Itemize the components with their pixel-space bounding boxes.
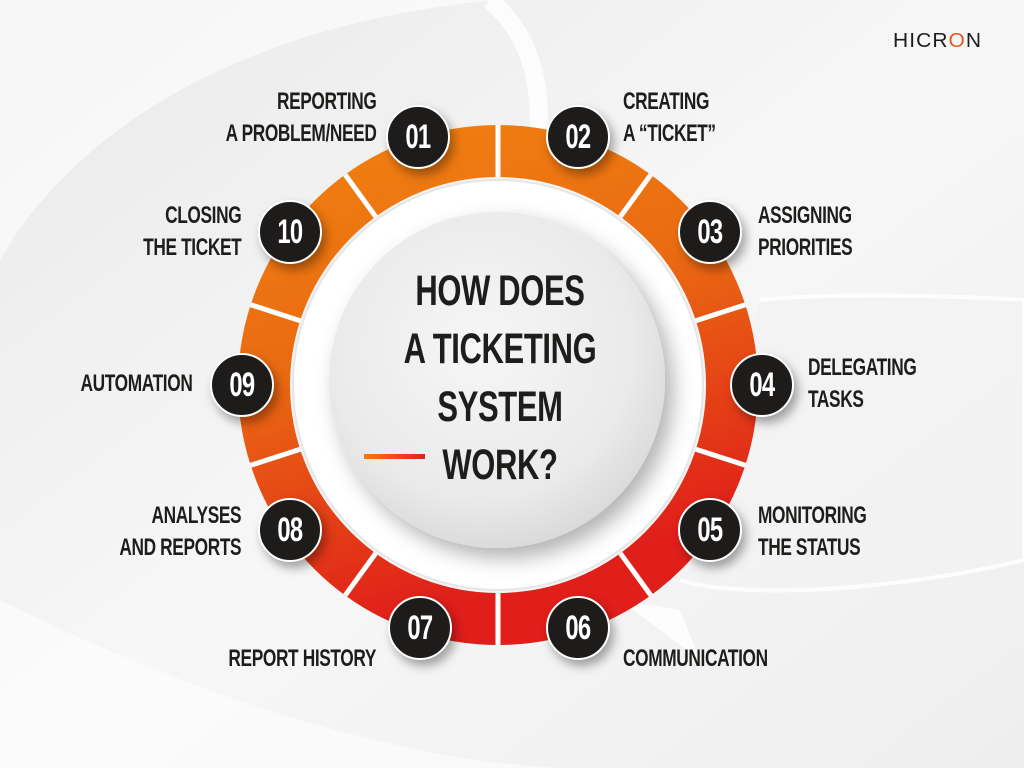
label-line: AND REPORTS: [119, 534, 241, 561]
step-badge-06: 06: [546, 596, 610, 660]
step-label-03: ASSIGNING PRIORITIES: [758, 200, 889, 264]
step-label-10: CLOSING THE TICKET: [105, 200, 242, 264]
step-number: 03: [697, 212, 723, 251]
step-label-05: MONITORING THE STATUS: [758, 500, 909, 564]
step-number: 02: [565, 117, 591, 156]
step-number: 07: [407, 608, 433, 647]
label-line: THE STATUS: [758, 534, 861, 561]
title-line-2: A TICKETING: [403, 325, 597, 373]
step-number: 08: [277, 510, 303, 549]
step-label-01: REPORTING A PROBLEM/NEED: [167, 86, 376, 150]
step-badge-02: 02: [546, 105, 610, 169]
step-number: 09: [229, 365, 255, 404]
label-line: MONITORING: [758, 502, 867, 529]
step-number: 04: [749, 365, 775, 404]
title-line-1: HOW DOES: [415, 267, 585, 315]
step-label-06: COMMUNICATION: [623, 643, 824, 675]
label-line: REPORT HISTORY: [228, 645, 376, 672]
title-underline-accent: [364, 454, 425, 459]
label-line: A PROBLEM/NEED: [225, 120, 376, 147]
label-line: ANALYSES: [151, 502, 241, 529]
step-badge-04: 04: [730, 353, 794, 417]
segment-dividers: [249, 125, 747, 645]
label-line: ASSIGNING: [758, 202, 852, 229]
step-badge-07: 07: [388, 596, 452, 660]
center-disc: [329, 212, 665, 548]
hicron-logo: HICRON: [893, 30, 982, 53]
label-line: PRIORITIES: [758, 234, 853, 261]
label-line: AUTOMATION: [80, 370, 192, 397]
logo-text-o: O: [948, 30, 966, 52]
step-number: 05: [697, 510, 723, 549]
step-label-09: AUTOMATION: [37, 368, 192, 400]
label-line: DELEGATING: [808, 354, 917, 381]
step-badge-08: 08: [258, 498, 322, 562]
label-line: CLOSING: [164, 202, 242, 229]
title-line-3: SYSTEM WORK?: [437, 383, 563, 489]
label-line: TASKS: [808, 386, 864, 413]
label-line: COMMUNICATION: [623, 645, 768, 672]
step-badge-10: 10: [258, 200, 322, 264]
label-line: REPORTING: [276, 88, 377, 115]
label-line: THE TICKET: [142, 234, 242, 261]
step-badge-09: 09: [210, 353, 274, 417]
logo-text-a: HICR: [893, 30, 949, 52]
step-badge-01: 01: [386, 105, 450, 169]
logo-text-b: N: [965, 30, 983, 52]
step-number: 10: [277, 212, 303, 251]
step-label-08: ANALYSES AND REPORTS: [72, 500, 241, 564]
step-number: 01: [405, 117, 431, 156]
label-line: A “TICKET”: [623, 120, 716, 147]
step-badge-03: 03: [678, 200, 742, 264]
label-line: CREATING: [623, 88, 710, 115]
center-title: HOW DOES A TICKETING SYSTEM WORK?: [378, 262, 623, 494]
step-label-02: CREATING A “TICKET”: [623, 86, 752, 150]
step-number: 06: [565, 608, 591, 647]
step-badge-05: 05: [678, 498, 742, 562]
step-label-07: REPORT HISTORY: [171, 643, 376, 675]
step-label-04: DELEGATING TASKS: [808, 352, 959, 416]
